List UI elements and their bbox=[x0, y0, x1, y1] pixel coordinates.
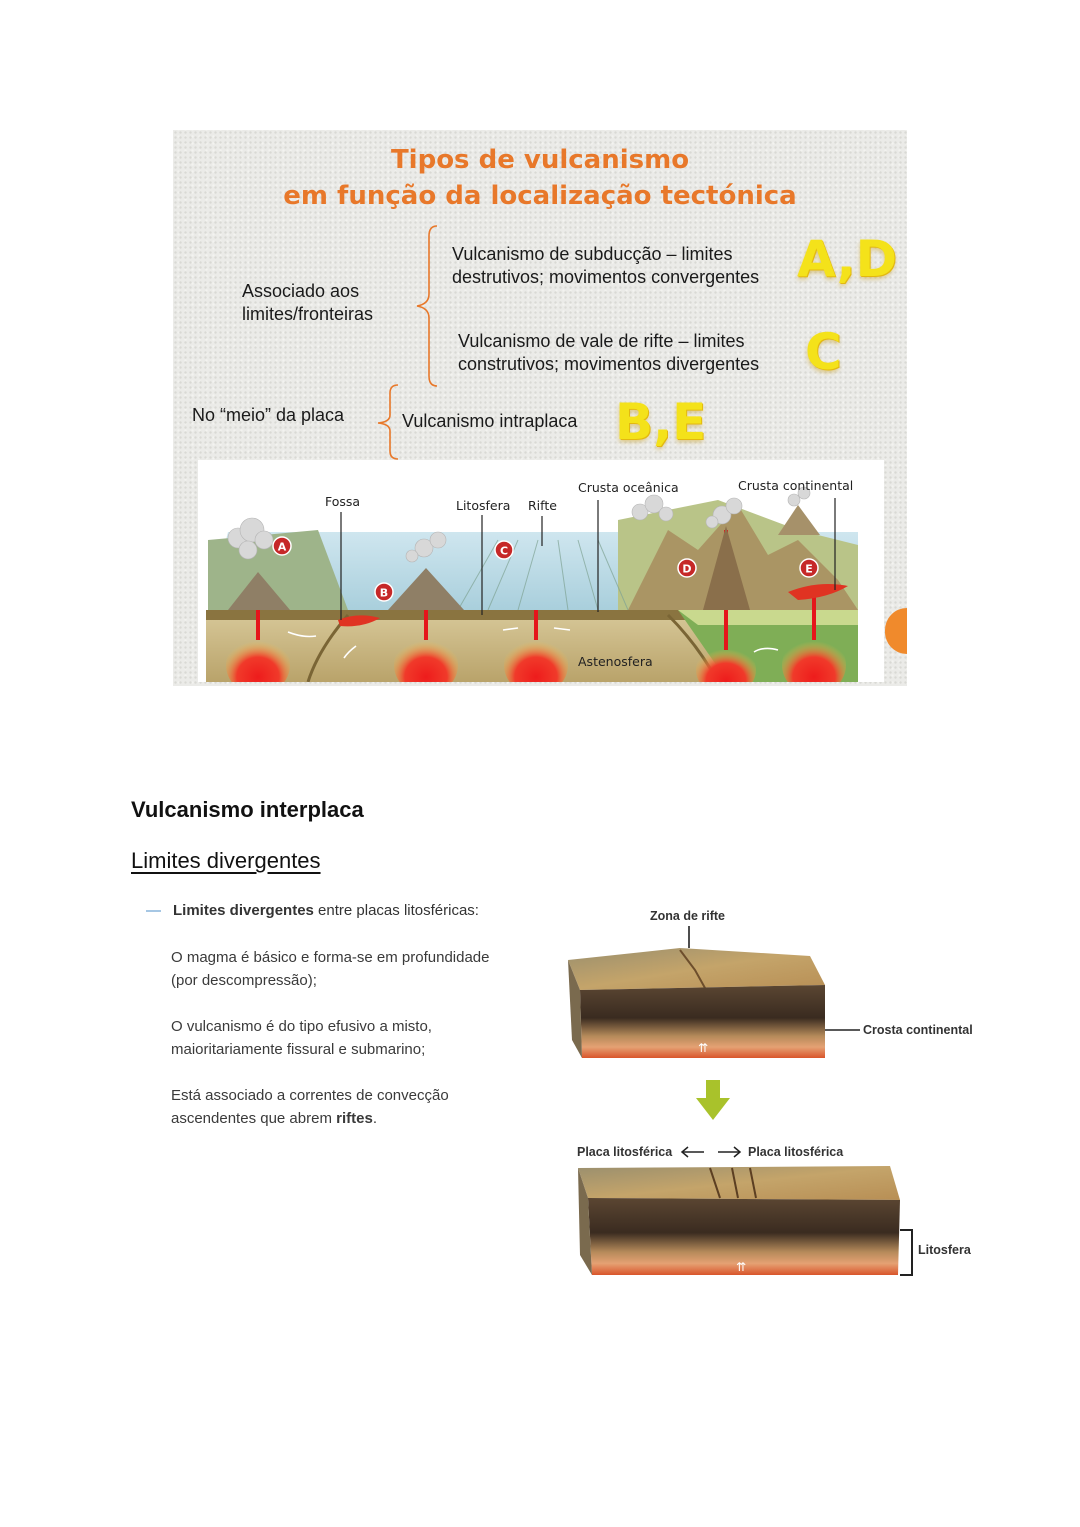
section-subheading: Limites divergentes bbox=[131, 848, 321, 873]
associated-label: Associado aos limites/fronteiras bbox=[242, 281, 374, 324]
rift-letters: C bbox=[805, 323, 842, 381]
label-placa-left: Placa litosférica bbox=[577, 1145, 673, 1159]
svg-text:D: D bbox=[682, 563, 691, 576]
bullet-item: — Limites divergentes entre placas litosf… bbox=[146, 902, 479, 919]
marker-c: C bbox=[494, 540, 514, 560]
intraplate-letters: B,E bbox=[615, 393, 707, 451]
diagram-label-crusta-continental: Crusta continental bbox=[738, 478, 853, 493]
diagram-label-astenosfera: Astenosfera bbox=[578, 654, 653, 669]
tectonic-diagram: Fossa Litosfera Rifte Crusta oceânica Cr… bbox=[198, 460, 884, 682]
bullet-rest: entre placas litosféricas: bbox=[313, 902, 479, 919]
down-arrow-icon bbox=[696, 1080, 730, 1120]
label-crosta-continental: Crosta continental bbox=[863, 1023, 973, 1037]
volcanism-types-slide: Tipos de vulcanismo em função da localiz… bbox=[173, 130, 907, 686]
marker-d: D bbox=[677, 558, 697, 578]
middle-of-plate-label: No “meio” da placa bbox=[192, 405, 345, 425]
intraplate-text: Vulcanismo intraplaca bbox=[402, 411, 578, 431]
paragraph-volcanism-type: O vulcanismo é do tipo efusivo a misto, … bbox=[171, 1018, 432, 1058]
marker-b: B bbox=[374, 582, 394, 602]
bullet-bold: Limites divergentes bbox=[173, 902, 314, 919]
label-placa-right: Placa litosférica bbox=[748, 1145, 844, 1159]
paragraph-magma: O magma é básico e forma-se em profundid… bbox=[171, 949, 490, 989]
diagram-label-litosfera: Litosfera bbox=[456, 498, 510, 513]
rift-valley-text: Vulcanismo de vale de rifte – limites co… bbox=[458, 331, 760, 374]
subduction-letters: A,D bbox=[797, 230, 898, 288]
diagram-label-fossa: Fossa bbox=[325, 494, 360, 509]
label-litosfera: Litosfera bbox=[918, 1243, 972, 1257]
slide-title-line1: Tipos de vulcanismo bbox=[390, 145, 690, 175]
svg-text:E: E bbox=[805, 563, 813, 576]
svg-text:C: C bbox=[500, 545, 508, 558]
subduction-text: Vulcanismo de subducção – limites destru… bbox=[452, 244, 760, 287]
bullet-dash: — bbox=[146, 902, 161, 919]
section-heading: Vulcanismo interplaca bbox=[131, 797, 364, 822]
rift-zone-figure: Zona de rifte ⇈ Crosta continental Placa… bbox=[560, 900, 980, 1285]
boundaries-brace bbox=[416, 225, 438, 387]
svg-text:⇈: ⇈ bbox=[736, 1260, 746, 1274]
paragraph-convection: Está associado a correntes de convecção … bbox=[171, 1087, 449, 1127]
slide-title: Tipos de vulcanismo em função da localiz… bbox=[173, 142, 907, 214]
svg-text:B: B bbox=[380, 587, 388, 600]
svg-text:A: A bbox=[278, 541, 287, 554]
marker-a: A bbox=[272, 536, 292, 556]
diagram-label-crusta-oceanica: Crusta oceânica bbox=[578, 480, 679, 495]
divergence-arrows-icon bbox=[680, 1146, 742, 1158]
slide-nav-tab[interactable] bbox=[885, 608, 907, 654]
marker-e: E bbox=[799, 558, 819, 578]
intraplate-brace bbox=[377, 384, 399, 460]
label-zona-de-rifte: Zona de rifte bbox=[650, 909, 725, 923]
slide-title-line2: em função da localização tectónica bbox=[283, 181, 797, 211]
svg-text:⇈: ⇈ bbox=[698, 1041, 708, 1055]
diagram-label-rifte: Rifte bbox=[528, 498, 557, 513]
